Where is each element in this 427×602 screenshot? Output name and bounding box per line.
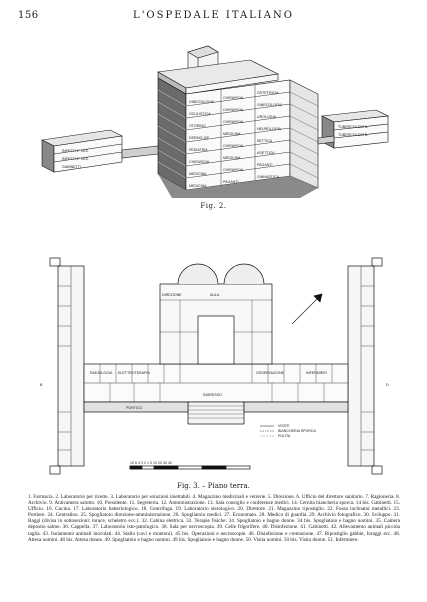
central-label-1-1: GINECOLOGIA bbox=[189, 100, 215, 104]
right-pavilion-label-2: TUBERCOLOSI D. bbox=[338, 133, 368, 137]
central-label-2-1: OCULISTICA bbox=[189, 112, 211, 116]
central-label-6-2: MEDICINA bbox=[223, 156, 241, 160]
plan-entry-mark-b: B bbox=[40, 383, 43, 387]
central-label-7-2: CHIRURGIA bbox=[223, 168, 244, 172]
central-label-1-3: OSTETRICIA bbox=[257, 91, 279, 95]
plan-label-radiologia: RADIOLOGIA bbox=[90, 371, 113, 375]
central-label-3-2: CHIRURGIA bbox=[223, 120, 244, 124]
central-label-8-3: GINNASTICA bbox=[257, 175, 280, 179]
plan-key-biancheria: BIANCHERIA SPORCA bbox=[278, 429, 317, 433]
running-title: L'OSPEDALE ITALIANO bbox=[133, 10, 294, 21]
central-label-5-1: PEDIATRIA bbox=[189, 148, 208, 152]
central-label-6-1: CHIRURGIA bbox=[189, 160, 210, 164]
figure-2-axonometric-drawing: GINECOLOGIA CHIRURGIA OSTETRICIA OCULIST… bbox=[41, 45, 390, 198]
plan-label-infermieri: INFERMIERI bbox=[306, 371, 327, 375]
plan-entry-mark-d: D bbox=[386, 383, 389, 387]
plan-label-aula: AULA bbox=[210, 293, 220, 297]
right-pavilion-label-1: TUBERCOLOSI U. bbox=[338, 125, 368, 129]
central-label-4-2: MEDICINA bbox=[223, 132, 241, 136]
central-label-3-1: OTORINO bbox=[189, 124, 206, 128]
central-label-8-2: PAGANTI bbox=[223, 180, 239, 184]
plan-key-visite: VISITE bbox=[278, 424, 290, 428]
plan-label-elettroterapia: ELETTROTERAPIA bbox=[118, 371, 151, 375]
plan-label-osservazione: OSSERVAZIONE bbox=[256, 371, 285, 375]
plan-label-portico: PORTICO bbox=[126, 406, 143, 410]
figure-3-caption: Fig. 3. – Piano terra. bbox=[177, 482, 250, 490]
left-pavilion-label-3: GABINETTI bbox=[62, 165, 81, 169]
central-label-4-3: NEUROLOGIA bbox=[257, 127, 282, 131]
left-pavilion-label-1: INFETTI 1° SEZ. bbox=[62, 149, 89, 153]
central-label-8-1: MEDICINA bbox=[189, 184, 207, 188]
plan-key-pulita: PULITA bbox=[278, 434, 291, 438]
plan-label-direzione: DIREZIONE bbox=[162, 293, 182, 297]
central-label-5-2: CHIRURGIA bbox=[223, 144, 244, 148]
plan-label-ingresso: INGRESSO bbox=[203, 393, 222, 397]
central-label-7-3: PAGANTI bbox=[257, 163, 273, 167]
central-label-6-3: ASETTICA bbox=[257, 151, 275, 155]
central-label-5-3: SETTICA bbox=[257, 139, 273, 143]
figure-3-floor-plan: RADIOLOGIA ELETTROTERAPIA INGRESSO PORTI… bbox=[40, 257, 389, 475]
left-pavilion-label-2: INFETTI 2° SEZ. bbox=[62, 157, 89, 161]
central-label-2-2: CHIRURGIA bbox=[223, 108, 244, 112]
central-label-3-3: UROLOGIA bbox=[257, 115, 277, 119]
page-number: 156 bbox=[18, 10, 39, 21]
figure-2-caption: Fig. 2. bbox=[200, 202, 227, 210]
room-legend-paragraph: 1. Farmacia. 2. Laboratorio per ricette.… bbox=[28, 494, 400, 543]
central-label-2-3: GINECOLOGIA bbox=[257, 103, 283, 107]
central-label-4-1: DERMO-SIF. bbox=[189, 136, 210, 140]
central-label-7-1: MEDICINA bbox=[189, 172, 207, 176]
central-label-1-2: CHIRURGIA bbox=[223, 96, 244, 100]
plan-scale-label: 10 6 4 3 2 1 0 10 20 30 40 bbox=[130, 461, 172, 465]
